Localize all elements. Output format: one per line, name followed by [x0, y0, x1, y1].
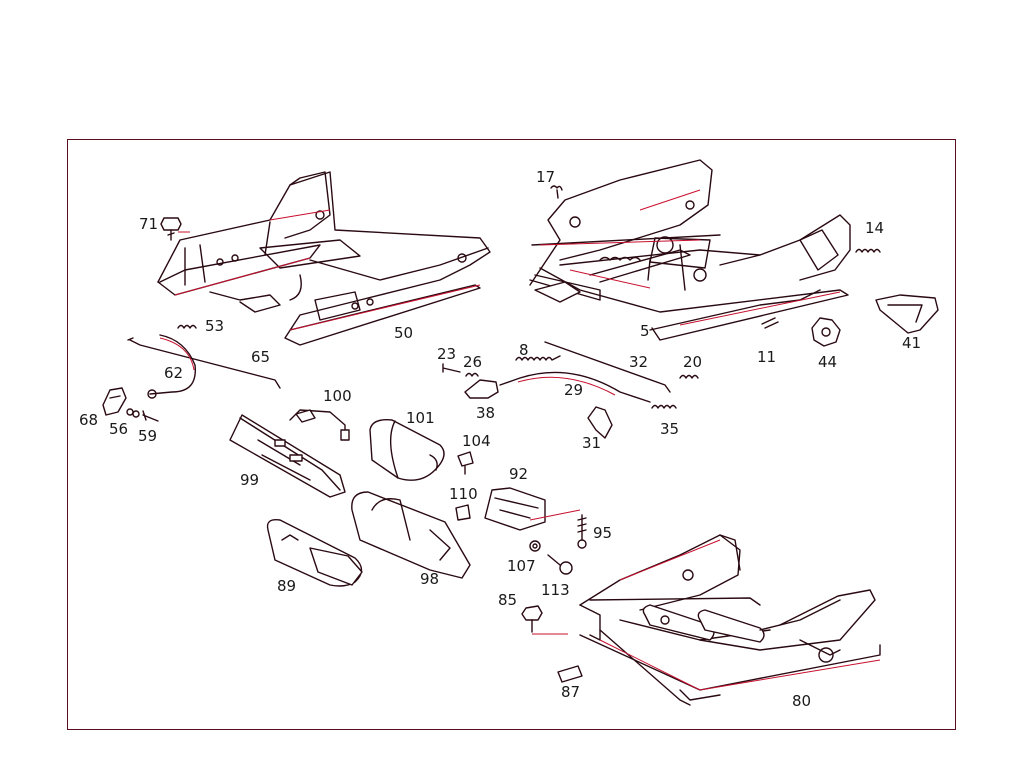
callout-20: 20 [683, 353, 702, 371]
part-11-pin[interactable] [761, 317, 779, 329]
callout-labels: 71 50 53 65 62 68 56 59 100 99 101 104 8… [79, 168, 921, 710]
part-17-screw[interactable] [550, 185, 563, 199]
callout-80: 80 [792, 692, 811, 710]
callout-68: 68 [79, 411, 98, 429]
callout-104: 104 [462, 432, 491, 450]
part-35-spring[interactable] [651, 404, 677, 409]
part-107-washer[interactable] [529, 540, 541, 552]
callout-98: 98 [420, 570, 439, 588]
callout-14: 14 [865, 219, 884, 237]
part-68-handle[interactable] [102, 387, 127, 416]
callout-71: 71 [139, 215, 158, 233]
callout-8: 8 [519, 341, 529, 359]
callout-50: 50 [394, 324, 413, 342]
part-31-bracket[interactable] [587, 406, 613, 439]
callout-17: 17 [536, 168, 555, 186]
part-80-seat-frame[interactable] [579, 534, 881, 706]
diagram-frame [67, 139, 956, 730]
callout-62: 62 [164, 364, 183, 382]
callout-38: 38 [476, 404, 495, 422]
part-59-screw[interactable] [142, 410, 159, 422]
part-85-bolt[interactable] [521, 605, 568, 635]
part-71-bolt[interactable] [160, 217, 190, 241]
part-5-seat-frame[interactable] [529, 159, 851, 341]
part-62-cable[interactable] [147, 334, 196, 399]
part-56-washer[interactable] [126, 408, 140, 418]
callout-41: 41 [902, 334, 921, 352]
part-26-spring-clip[interactable] [465, 372, 479, 377]
callout-32: 32 [629, 353, 648, 371]
callout-85: 85 [498, 591, 517, 609]
callout-31: 31 [582, 434, 601, 452]
part-95-screw[interactable] [577, 514, 587, 549]
callout-23: 23 [437, 345, 456, 363]
part-92-bracket[interactable] [484, 487, 581, 531]
part-99-side-cover[interactable] [229, 414, 346, 498]
part-38-handle[interactable] [464, 379, 499, 399]
callout-99: 99 [240, 471, 259, 489]
callout-53: 53 [205, 317, 224, 335]
callout-35: 35 [660, 420, 679, 438]
callout-89: 89 [277, 577, 296, 595]
callout-5: 5 [640, 322, 650, 340]
part-113-screw[interactable] [547, 554, 573, 575]
part-53-spring[interactable] [177, 324, 197, 329]
callout-26: 26 [463, 353, 482, 371]
part-87-clip[interactable] [557, 665, 583, 683]
part-50-seat-frame[interactable] [157, 171, 491, 346]
callout-110: 110 [449, 485, 478, 503]
callout-65: 65 [251, 348, 270, 366]
part-14-spring[interactable] [855, 248, 881, 253]
part-89-cover[interactable] [266, 519, 363, 587]
callout-95: 95 [593, 524, 612, 542]
part-20-spring[interactable] [679, 374, 699, 379]
part-8-spring[interactable] [515, 355, 561, 361]
part-29-cable[interactable] [499, 371, 651, 403]
part-101-cover-shell[interactable] [369, 419, 445, 481]
callout-59: 59 [138, 427, 157, 445]
callout-107: 107 [507, 557, 536, 575]
callout-92: 92 [509, 465, 528, 483]
callout-100: 100 [323, 387, 352, 405]
callout-44: 44 [818, 353, 837, 371]
part-110-clip[interactable] [455, 504, 471, 521]
part-41-side-trim[interactable] [875, 294, 939, 334]
callout-11: 11 [757, 348, 776, 366]
part-23-bolt[interactable] [442, 363, 461, 373]
callout-113: 113 [541, 581, 570, 599]
part-44-knob[interactable] [811, 317, 841, 347]
part-104-clip[interactable] [457, 451, 474, 475]
callout-29: 29 [564, 381, 583, 399]
part-98-cover[interactable] [351, 491, 471, 579]
part-32-rod[interactable] [544, 341, 671, 393]
callout-56: 56 [109, 420, 128, 438]
part-100-harness[interactable] [289, 409, 350, 441]
callout-87: 87 [561, 683, 580, 701]
callout-101: 101 [406, 409, 435, 427]
part-65-rod[interactable] [127, 337, 281, 389]
